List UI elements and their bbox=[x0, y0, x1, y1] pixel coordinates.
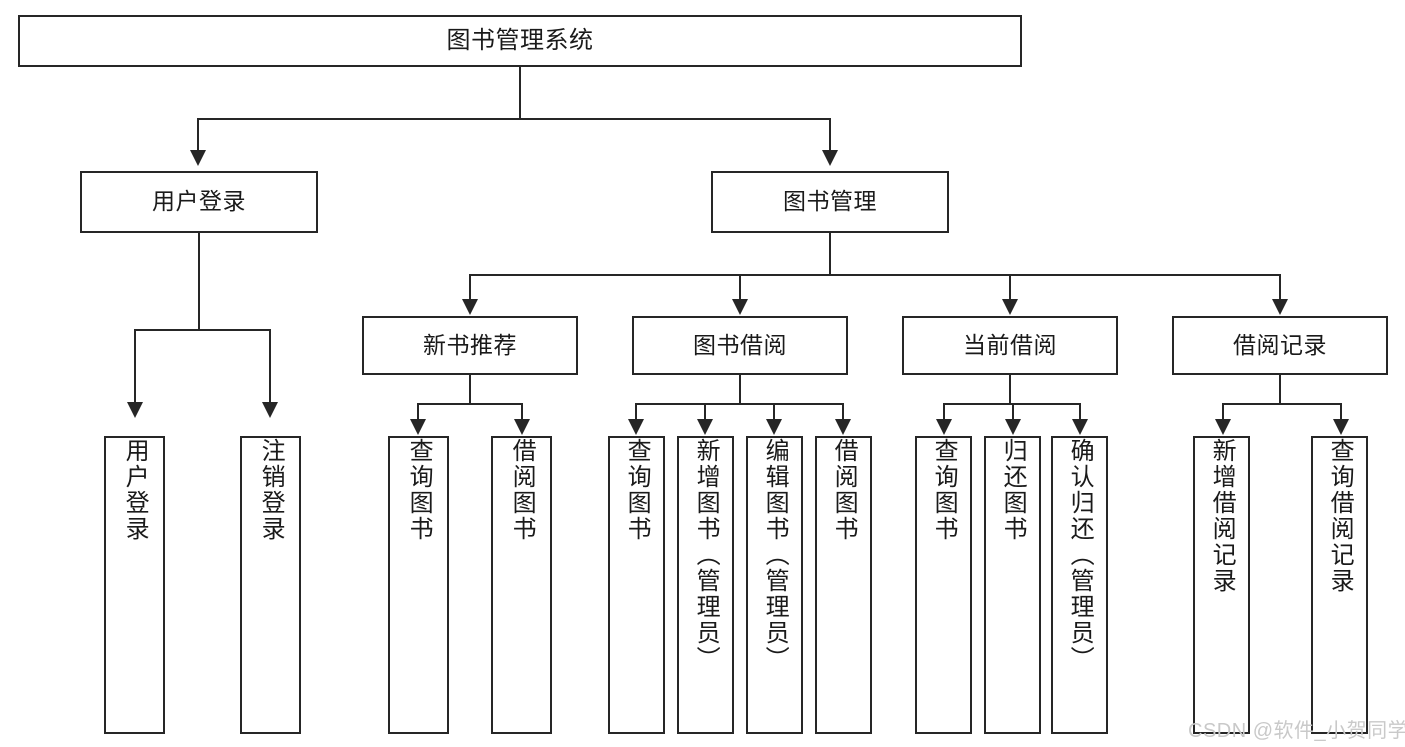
connector-drop-leaf-current-borrow-1 bbox=[943, 403, 945, 421]
node-label: 注销登录 bbox=[257, 438, 285, 542]
connector-book-management-bus bbox=[469, 274, 1281, 276]
connector-book-borrow-stem bbox=[739, 375, 741, 404]
connector-drop-leaf-borrow-record-2 bbox=[1340, 403, 1342, 421]
connector-user-login-bus bbox=[134, 329, 271, 331]
connector-drop-leaf-book-borrow-4 bbox=[842, 403, 844, 421]
connector-root-stem bbox=[519, 67, 521, 119]
connector-book-borrow-bus bbox=[635, 403, 843, 405]
node-label: 确认归还（管理员） bbox=[1066, 438, 1094, 672]
node-label: 查询图书 bbox=[930, 438, 958, 542]
node-label: 新书推荐 bbox=[423, 331, 517, 358]
leaf-book-borrow-query-book[interactable]: 查询图书 bbox=[608, 436, 665, 734]
connector-drop-leaf-borrow-record-1 bbox=[1222, 403, 1224, 421]
arrowhead-leaf-current-borrow-3 bbox=[1072, 419, 1088, 435]
node-book-borrow[interactable]: 图书借阅 bbox=[632, 316, 848, 375]
connector-new-book-bus bbox=[417, 403, 523, 405]
leaf-user-login-logout[interactable]: 注销登录 bbox=[240, 436, 301, 734]
arrowhead-leaf-book-borrow-1 bbox=[628, 419, 644, 435]
connector-new-book-stem bbox=[469, 375, 471, 404]
connector-drop-leaf-user-login-1 bbox=[134, 329, 136, 404]
connector-drop-leaf-new-book-1 bbox=[417, 403, 419, 421]
leaf-current-borrow-query-book[interactable]: 查询图书 bbox=[915, 436, 972, 734]
node-label: 图书管理 bbox=[783, 188, 877, 215]
connector-current-borrow-stem bbox=[1009, 375, 1011, 404]
arrowhead-leaf-current-borrow-2 bbox=[1005, 419, 1021, 435]
arrowhead-leaf-user-login-1 bbox=[127, 402, 143, 418]
node-label: 查询图书 bbox=[405, 438, 433, 542]
node-current-borrow[interactable]: 当前借阅 bbox=[902, 316, 1118, 375]
leaf-new-book-borrow-book[interactable]: 借阅图书 bbox=[491, 436, 552, 734]
node-borrow-record[interactable]: 借阅记录 bbox=[1172, 316, 1388, 375]
arrowhead-leaf-book-borrow-2 bbox=[697, 419, 713, 435]
arrowhead-book-management bbox=[822, 150, 838, 166]
node-label: 借阅图书 bbox=[508, 438, 536, 542]
node-label: 借阅图书 bbox=[830, 438, 858, 542]
leaf-borrow-record-add-record[interactable]: 新增借阅记录 bbox=[1193, 436, 1250, 734]
node-label: 图书管理系统 bbox=[446, 26, 594, 54]
node-label: 新增图书（管理员） bbox=[692, 438, 720, 672]
connector-root-bus bbox=[197, 118, 831, 120]
node-root-book-management-system[interactable]: 图书管理系统 bbox=[18, 15, 1022, 67]
arrowhead-leaf-borrow-record-2 bbox=[1333, 419, 1349, 435]
node-label: 新增借阅记录 bbox=[1208, 438, 1236, 594]
arrowhead-leaf-new-book-2 bbox=[514, 419, 530, 435]
connector-drop-leaf-book-borrow-2 bbox=[704, 403, 706, 421]
connector-drop-leaf-current-borrow-3 bbox=[1079, 403, 1081, 421]
connector-drop-borrow-record bbox=[1279, 274, 1281, 302]
arrowhead-borrow-record bbox=[1272, 299, 1288, 315]
connector-current-borrow-bus bbox=[943, 403, 1080, 405]
connector-drop-leaf-new-book-2 bbox=[521, 403, 523, 421]
connector-user-login-stem bbox=[198, 233, 200, 330]
connector-drop-leaf-user-login-2 bbox=[269, 329, 271, 404]
connector-drop-leaf-book-borrow-1 bbox=[635, 403, 637, 421]
arrowhead-user-login bbox=[190, 150, 206, 166]
arrowhead-leaf-book-borrow-4 bbox=[835, 419, 851, 435]
connector-drop-user-login bbox=[197, 118, 199, 153]
arrowhead-leaf-book-borrow-3 bbox=[766, 419, 782, 435]
leaf-book-borrow-add-book-admin[interactable]: 新增图书（管理员） bbox=[677, 436, 734, 734]
connector-drop-book-borrow bbox=[739, 274, 741, 302]
arrowhead-book-borrow bbox=[732, 299, 748, 315]
connector-borrow-record-stem bbox=[1279, 375, 1281, 404]
node-label: 当前借阅 bbox=[963, 331, 1057, 358]
leaf-borrow-record-query-record[interactable]: 查询借阅记录 bbox=[1311, 436, 1368, 734]
arrowhead-current-borrow bbox=[1002, 299, 1018, 315]
connector-drop-current-borrow bbox=[1009, 274, 1011, 302]
arrowhead-leaf-user-login-2 bbox=[262, 402, 278, 418]
arrowhead-new-book bbox=[462, 299, 478, 315]
csdn-watermark: CSDN @软件_小贺同学 bbox=[1188, 720, 1405, 742]
arrowhead-leaf-current-borrow-1 bbox=[936, 419, 952, 435]
node-label: 用户登录 bbox=[121, 438, 149, 542]
node-label: 查询图书 bbox=[623, 438, 651, 542]
connector-drop-leaf-current-borrow-2 bbox=[1012, 403, 1014, 421]
leaf-user-login-login[interactable]: 用户登录 bbox=[104, 436, 165, 734]
connector-drop-leaf-book-borrow-3 bbox=[773, 403, 775, 421]
connector-borrow-record-bus bbox=[1222, 403, 1341, 405]
connector-drop-new-book bbox=[469, 274, 471, 302]
connector-drop-book-management bbox=[829, 118, 831, 153]
node-book-management[interactable]: 图书管理 bbox=[711, 171, 949, 233]
node-new-book-recommend[interactable]: 新书推荐 bbox=[362, 316, 578, 375]
connector-book-management-stem bbox=[829, 233, 831, 275]
arrowhead-leaf-new-book-1 bbox=[410, 419, 426, 435]
leaf-current-borrow-confirm-return-admin[interactable]: 确认归还（管理员） bbox=[1051, 436, 1108, 734]
leaf-new-book-query-book[interactable]: 查询图书 bbox=[388, 436, 449, 734]
leaf-book-borrow-edit-book-admin[interactable]: 编辑图书（管理员） bbox=[746, 436, 803, 734]
node-label: 用户登录 bbox=[152, 188, 246, 215]
leaf-current-borrow-return-book[interactable]: 归还图书 bbox=[984, 436, 1041, 734]
node-user-login[interactable]: 用户登录 bbox=[80, 171, 318, 233]
node-label: 归还图书 bbox=[999, 438, 1027, 542]
node-label: 图书借阅 bbox=[693, 331, 787, 358]
node-label: 查询借阅记录 bbox=[1326, 438, 1354, 594]
node-label: 编辑图书（管理员） bbox=[761, 438, 789, 672]
leaf-book-borrow-borrow-book[interactable]: 借阅图书 bbox=[815, 436, 872, 734]
arrowhead-leaf-borrow-record-1 bbox=[1215, 419, 1231, 435]
node-label: 借阅记录 bbox=[1233, 331, 1327, 358]
